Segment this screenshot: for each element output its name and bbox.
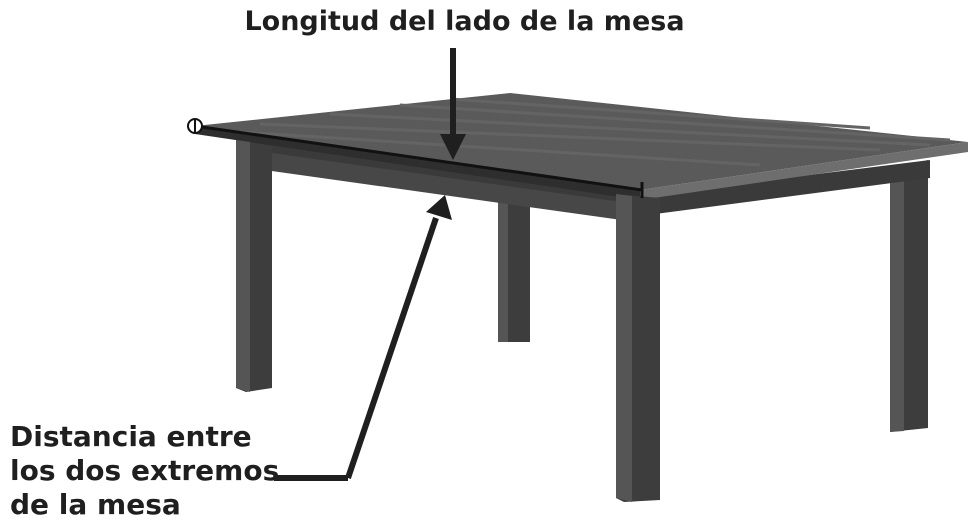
table-top-front-edge [195, 126, 640, 200]
bottom-label-line-1: Distancia entre [10, 420, 252, 453]
front-right-leg [616, 194, 660, 502]
top-arrow [440, 48, 466, 160]
back-left-leg [498, 200, 530, 342]
table-top-side-edge [640, 142, 968, 200]
length-measure-line [187, 118, 644, 198]
side-apron [640, 160, 930, 216]
back-right-leg [890, 160, 928, 432]
front-left-leg [236, 140, 272, 392]
wood-grain [239, 97, 951, 167]
bottom-label-line-3: de la mesa [10, 488, 181, 521]
bottom-label-line-2: los dos extremos [10, 454, 280, 487]
bottom-label: Distancia entre los dos extremos de la m… [10, 420, 279, 522]
top-label: Longitud del lado de la mesa [244, 6, 685, 37]
bottom-arrow [274, 195, 452, 481]
